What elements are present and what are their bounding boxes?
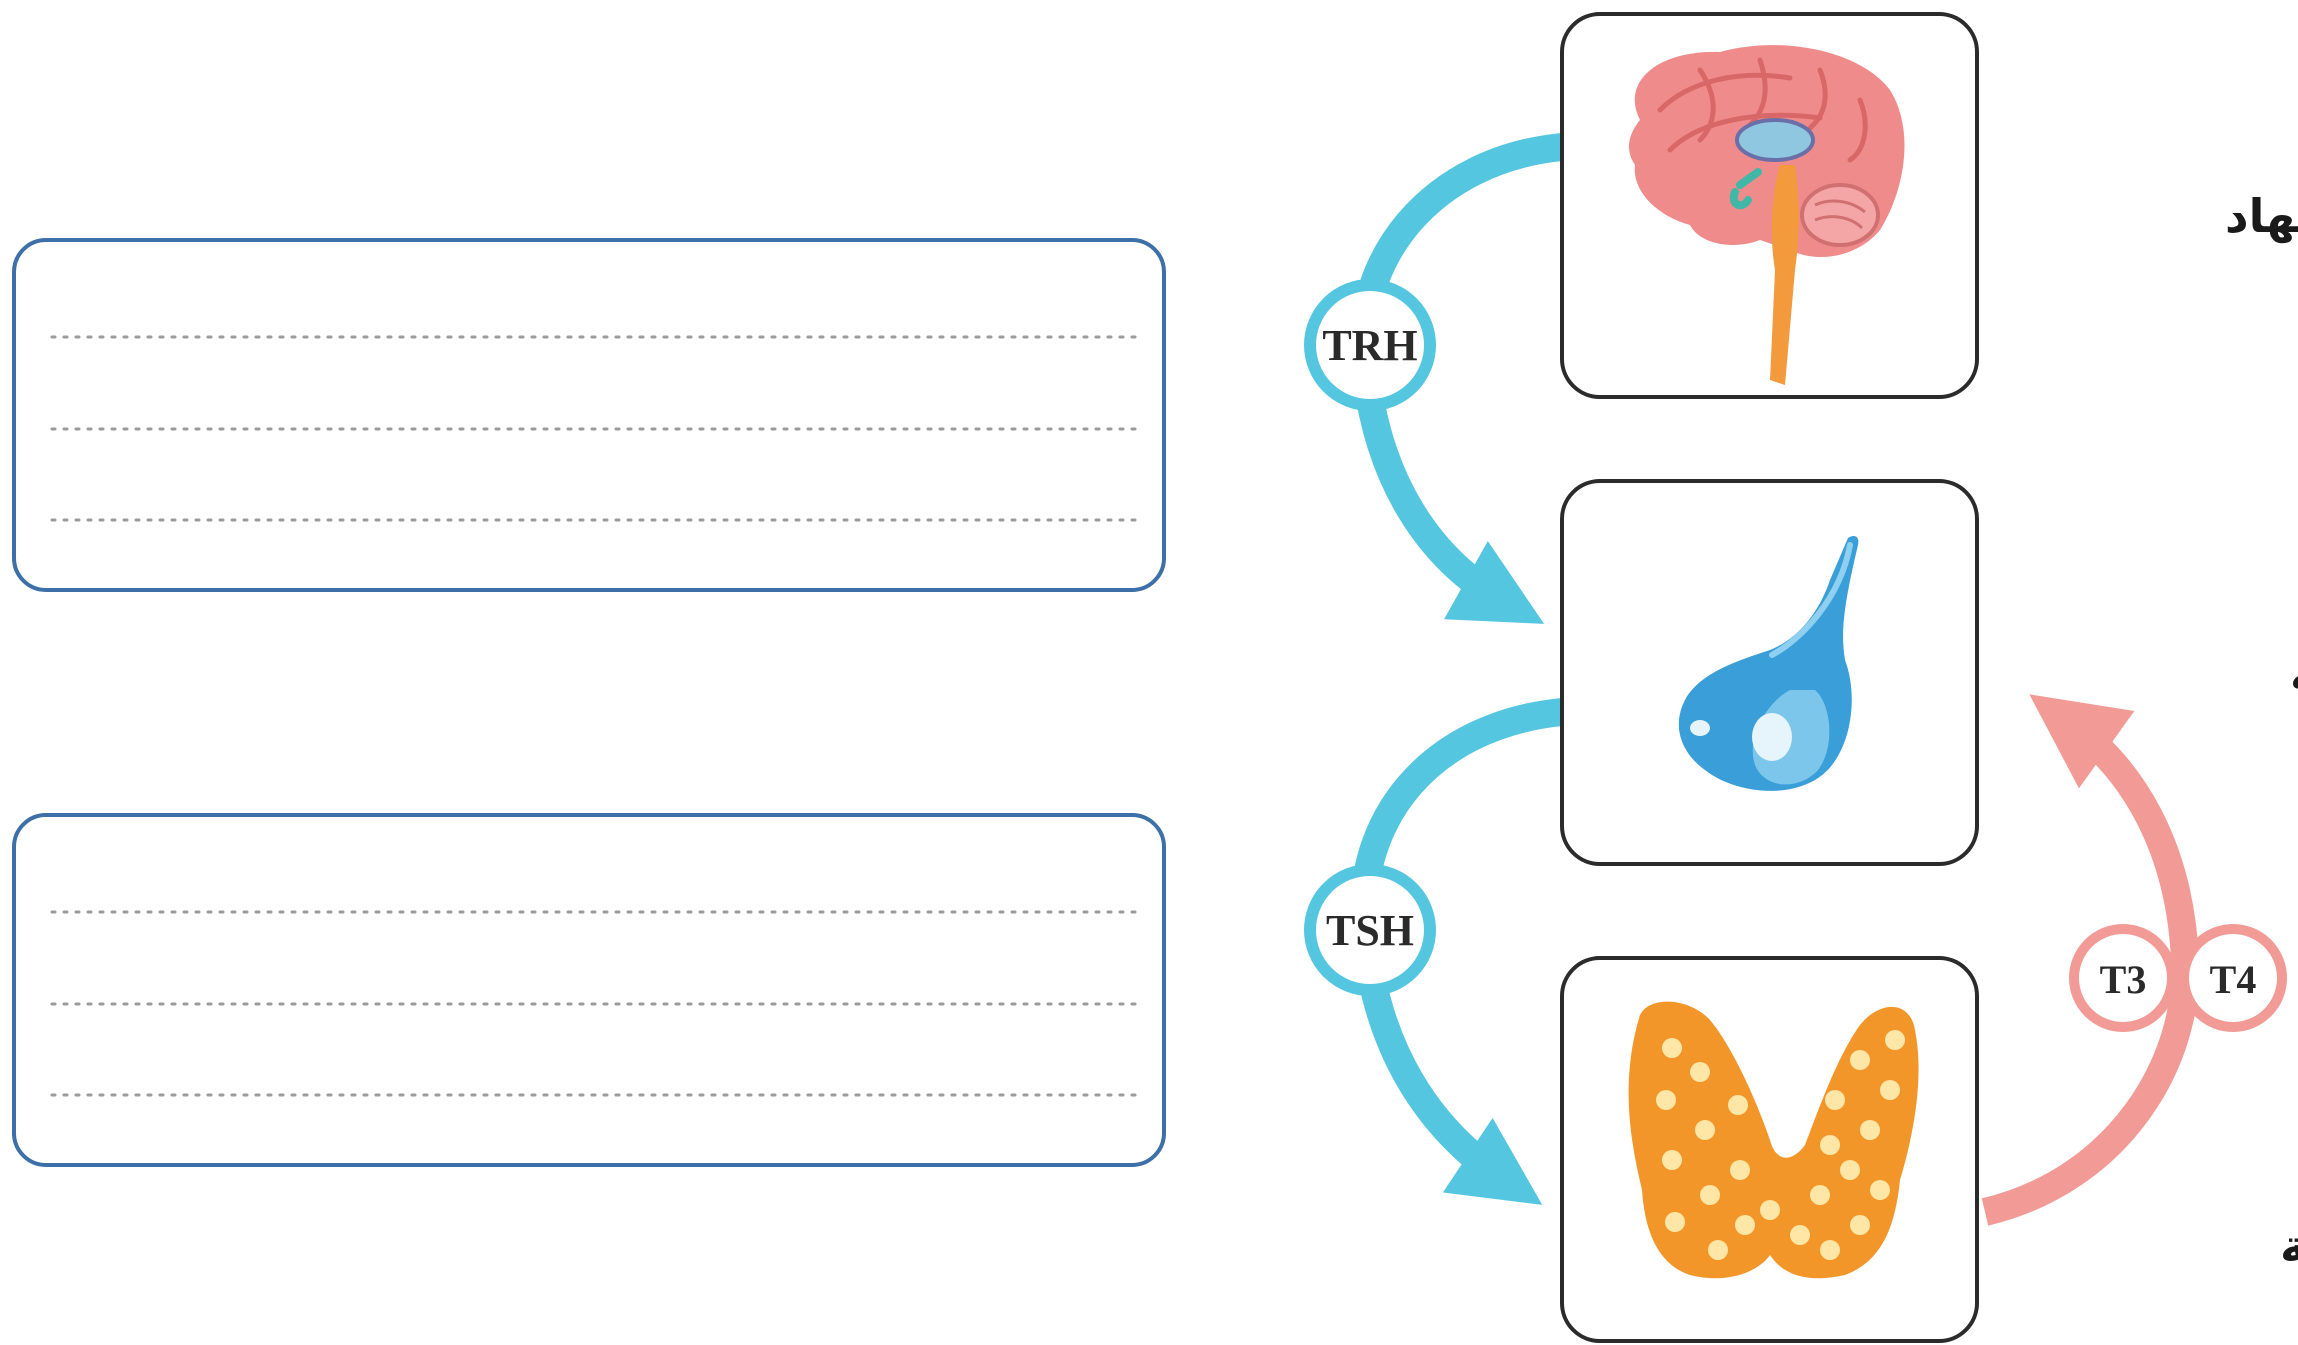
t4-label: T4 — [2210, 957, 2257, 1002]
tsh-badge: TSH — [1304, 864, 1436, 996]
pituitary-label: الغدة النخامية — [2290, 647, 2298, 701]
t4-badge: T4 — [2179, 924, 2287, 1032]
thyroid-label: الغدة الدرقية — [2280, 1219, 2298, 1273]
t3-label: T3 — [2100, 957, 2147, 1002]
tsh-label: TSH — [1326, 906, 1414, 955]
trh-label: TRH — [1322, 321, 1417, 370]
answer-box-2[interactable] — [12, 813, 1166, 1167]
trh-badge: TRH — [1304, 279, 1436, 411]
brain-icon — [1628, 45, 1905, 385]
hypothalamus-label: تحت المهاد — [2225, 189, 2298, 243]
pituitary-icon — [1678, 536, 1859, 791]
thyroid-icon — [1628, 1001, 1919, 1279]
answer-box-1[interactable] — [12, 238, 1166, 592]
t3-badge: T3 — [2069, 924, 2177, 1032]
